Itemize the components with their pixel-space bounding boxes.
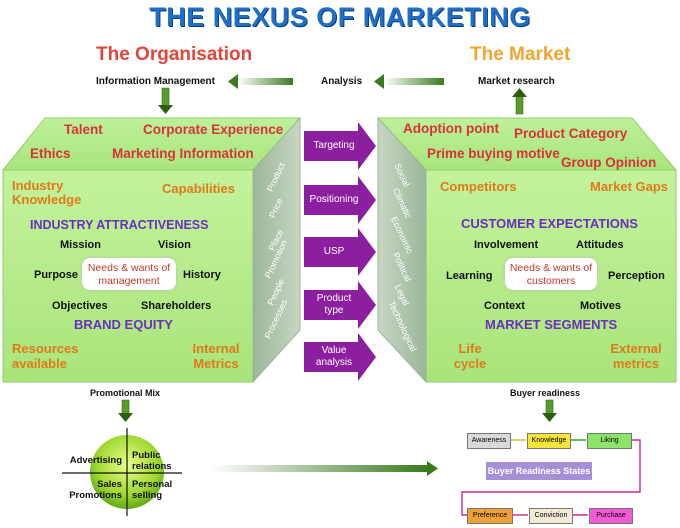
market-learning: Learning [446, 270, 493, 282]
market-external-metrics: External metrics [610, 341, 662, 371]
org-corporate-experience: Corporate Experience [143, 122, 284, 137]
market-research-label: Market research [478, 76, 555, 87]
org-purpose: Purpose [34, 269, 79, 281]
market-adoption-point: Adoption point [403, 121, 499, 136]
org-resources-available: Resources available [12, 341, 79, 371]
org-side-face [252, 116, 301, 384]
org-shareholders: Shareholders [141, 300, 212, 312]
market-title: The Market [470, 44, 571, 65]
org-brand-equity: BRAND EQUITY [74, 317, 173, 332]
bottom-long-arrow [212, 461, 438, 476]
buyer-box-liking: Liking [587, 433, 632, 449]
org-capabilities: Capabilities [162, 181, 235, 196]
org-ethics: Ethics [30, 146, 71, 161]
arrow-value-analysis: Value analysis [315, 345, 353, 368]
market-product-category: Product Category [514, 126, 628, 141]
org-industry-attractiveness: INDUSTRY ATTRACTIVENESS [30, 218, 209, 232]
market-market-gaps: Market Gaps [590, 179, 669, 194]
org-talent: Talent [64, 122, 103, 137]
buyer-box-conviction: Conviction [529, 508, 573, 524]
main-title: THE NEXUS OF MARKETING [149, 2, 531, 32]
market-group-opinion: Group Opinion [561, 155, 657, 170]
org-marketing-information: Marketing Information [112, 146, 254, 161]
info-management-label: Information Management [96, 76, 215, 87]
market-context: Context [484, 300, 525, 312]
market-motives: Motives [580, 300, 621, 312]
market-prime-buying-motive: Prime buying motive [427, 146, 560, 161]
market-competitors: Competitors [440, 179, 517, 194]
buyer-readiness-title: Buyer readiness [510, 388, 581, 398]
market-involvement: Involvement [474, 239, 539, 251]
buyer-box-preference: Preference [467, 508, 513, 524]
buyer-path [461, 439, 641, 516]
arrow-positioning: Positioning [309, 194, 359, 205]
market-perception: Perception [608, 270, 665, 282]
organisation-title: The Organisation [96, 44, 253, 65]
buyer-box-knowledge: Knowledge [527, 433, 571, 449]
buyer-arrow [542, 399, 557, 422]
market-market-segments: MARKET SEGMENTS [485, 317, 618, 332]
center-arrow-shapes [304, 122, 376, 381]
arrow-product-type: Product type [316, 293, 352, 316]
org-industry-knowledge: Industry Knowledge [12, 178, 82, 207]
org-internal-metrics: Internal Metrics [192, 341, 240, 371]
buyer-box-purchase: Purchase [589, 508, 633, 524]
market-attitudes: Attitudes [576, 239, 624, 251]
market-side-face [377, 116, 427, 384]
market-research-arrow [512, 88, 527, 115]
promo-public-relations: Public relations [132, 450, 172, 472]
promo-personal-selling: Personal selling [132, 479, 173, 501]
org-objectives: Objectives [52, 300, 108, 312]
promo-mix-title: Promotional Mix [90, 388, 161, 398]
org-needs-bubble: Needs & wants of management [82, 258, 176, 290]
info-management-arrow [158, 87, 173, 114]
org-history: History [183, 269, 221, 281]
arrow-targeting: Targeting [313, 140, 355, 151]
market-customer-expectations: CUSTOMER EXPECTATIONS [461, 216, 638, 231]
org-vision: Vision [158, 239, 191, 251]
market-needs-bubble: Needs & wants of customers [505, 258, 597, 290]
promo-arrow [118, 399, 133, 422]
promo-advertising: Advertising [69, 455, 122, 466]
buyer-readiness-states-banner: Buyer Readiness States [486, 462, 592, 480]
promo-sales-promotions: Sales Promotions [69, 479, 122, 501]
analysis-arrows [228, 74, 444, 89]
org-mission: Mission [60, 239, 101, 251]
arrow-usp: USP [323, 246, 345, 257]
buyer-box-awareness: Awareness [467, 433, 511, 449]
market-life-cycle: Life cycle [453, 341, 487, 371]
analysis-label: Analysis [321, 76, 363, 87]
